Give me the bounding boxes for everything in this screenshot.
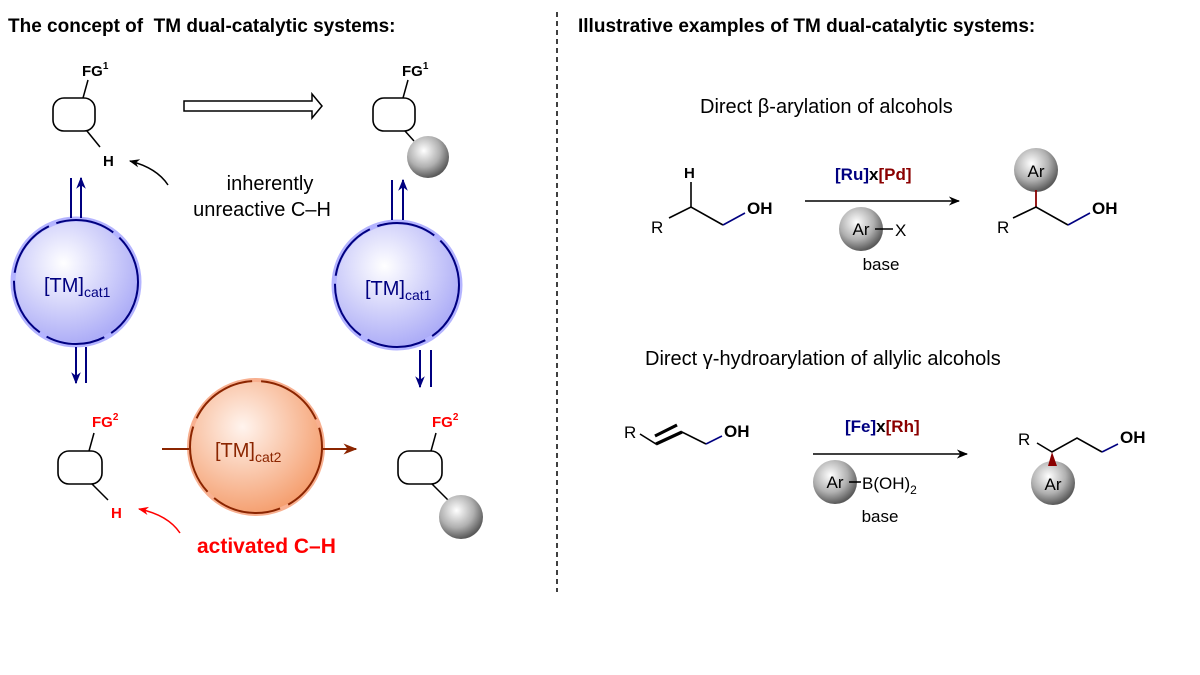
svg-text:FG2: FG2 — [92, 412, 119, 431]
product-fg1: FG1 — [372, 61, 449, 178]
svg-text:base: base — [863, 255, 900, 274]
svg-text:[TM]cat1: [TM]cat1 — [365, 278, 432, 303]
product-fg2: FG2 — [397, 412, 483, 539]
svg-text:FG1: FG1 — [402, 61, 429, 80]
reaction2-product: R OH Ar — [1018, 428, 1146, 505]
cat2-cycle: [TM]cat2 — [162, 378, 358, 516]
svg-text:[TM]cat2: [TM]cat2 — [215, 440, 282, 465]
reaction1-arrow: [Ru]x[Pd] Ar X base — [805, 165, 961, 274]
svg-text:Ar: Ar — [853, 220, 870, 239]
open-reaction-arrow — [183, 91, 323, 121]
svg-text:OH: OH — [1092, 199, 1118, 218]
reaction1-heading: Direct β-arylation of alcohols — [700, 96, 953, 118]
reaction2-substrate: R OH — [624, 422, 750, 446]
svg-text:FG1: FG1 — [82, 61, 109, 80]
cat1-cycle-right: [TM]cat1 — [331, 178, 463, 389]
svg-text:H: H — [103, 153, 114, 170]
svg-text:FG2: FG2 — [432, 412, 459, 431]
svg-text:X: X — [895, 221, 906, 240]
coupling-partner-ball — [439, 495, 483, 539]
stereo-wedge — [1048, 452, 1057, 466]
svg-text:OH: OH — [747, 199, 773, 218]
svg-text:R: R — [624, 423, 636, 442]
svg-text:B(OH)2: B(OH)2 — [862, 474, 917, 497]
svg-text:R: R — [997, 218, 1009, 237]
reaction1-substrate: H R OH — [651, 165, 773, 237]
reaction2-heading: Direct γ-hydroarylation of allylic alcoh… — [645, 348, 1001, 370]
svg-text:Ar: Ar — [1045, 475, 1062, 494]
curved-arrow-activated — [137, 506, 181, 534]
svg-text:base: base — [862, 507, 899, 526]
svg-text:[Fe]x[Rh]: [Fe]x[Rh] — [845, 417, 920, 436]
svg-text:[TM]cat1: [TM]cat1 — [44, 275, 111, 300]
svg-text:Ar: Ar — [827, 473, 844, 492]
svg-text:[Ru]x[Pd]: [Ru]x[Pd] — [835, 165, 912, 184]
svg-text:R: R — [1018, 430, 1030, 449]
substrate-fg1: FG1 H — [52, 61, 114, 170]
activated-label: activated C–H — [197, 535, 336, 558]
curved-arrow-unreactive — [128, 159, 169, 186]
substrate-fg2: FG2 H — [57, 412, 122, 522]
unreactive-label: inherently — [227, 173, 314, 195]
svg-text:OH: OH — [1120, 428, 1146, 447]
svg-text:H: H — [684, 165, 695, 182]
reaction1-product: Ar R OH — [997, 148, 1118, 237]
coupling-partner-ball — [407, 136, 449, 178]
left-panel-title: The concept of TM dual-catalytic systems… — [8, 16, 395, 37]
right-panel-title: Illustrative examples of TM dual-catalyt… — [578, 16, 1035, 37]
unreactive-label-2: unreactive C–H — [193, 199, 331, 221]
reaction2-arrow: [Fe]x[Rh] Ar B(OH)2 base — [813, 417, 969, 526]
svg-text:Ar: Ar — [1028, 162, 1045, 181]
svg-text:H: H — [111, 505, 122, 522]
cat1-cycle-left: [TM]cat1 — [10, 176, 142, 385]
svg-text:OH: OH — [724, 422, 750, 441]
svg-text:R: R — [651, 218, 663, 237]
